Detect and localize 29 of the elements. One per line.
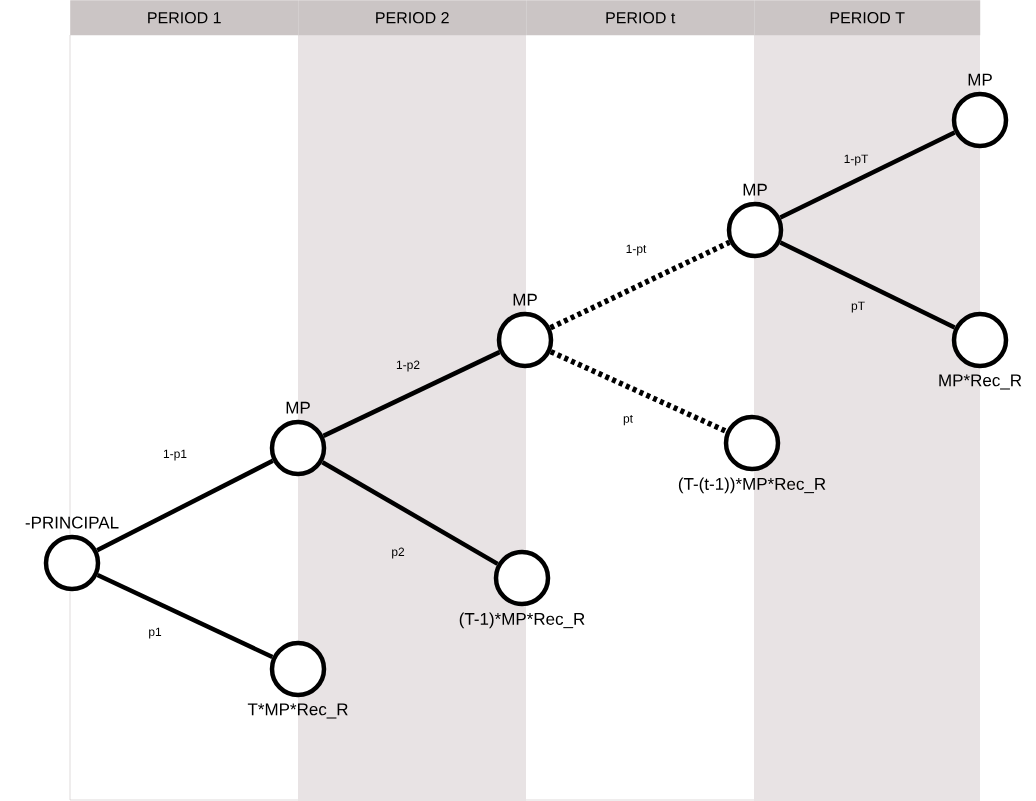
branch-line [549, 349, 728, 434]
edge-label: 1-p2 [396, 360, 420, 372]
branch-line [321, 460, 499, 566]
branch-line [96, 458, 274, 553]
branch-line [549, 239, 731, 331]
edge-label: 1-p1 [163, 449, 187, 461]
edge-label: p2 [392, 547, 405, 559]
period-header: PERIOD T [754, 0, 981, 36]
branch-line [779, 130, 956, 220]
edge-label: p1 [149, 627, 162, 639]
node-label: MP [286, 401, 310, 414]
node-label: MP [743, 183, 767, 196]
node-label: -PRINCIPAL [25, 516, 119, 529]
edge-label: 1-pt [626, 244, 647, 256]
node-label: (T-(t-1))*MP*Rec_R [678, 477, 826, 494]
period-header: PERIOD 2 [298, 0, 527, 36]
period-header: PERIOD 1 [70, 0, 299, 36]
branch-line [322, 350, 501, 438]
branch-line [779, 240, 956, 330]
edge-label: 1-pT [844, 154, 869, 166]
node-label: MP*Rec_R [939, 374, 1022, 390]
node-label: T*MP*Rec_R [247, 703, 348, 719]
node-label: (T-1)*MP*Rec_R [459, 612, 585, 629]
branch-line [96, 572, 274, 660]
node-label: MP [968, 73, 992, 86]
edge-label: pt [623, 414, 633, 426]
period-header: PERIOD t [526, 0, 755, 36]
edge-label: pT [851, 301, 865, 313]
node-label: MP [513, 293, 537, 306]
